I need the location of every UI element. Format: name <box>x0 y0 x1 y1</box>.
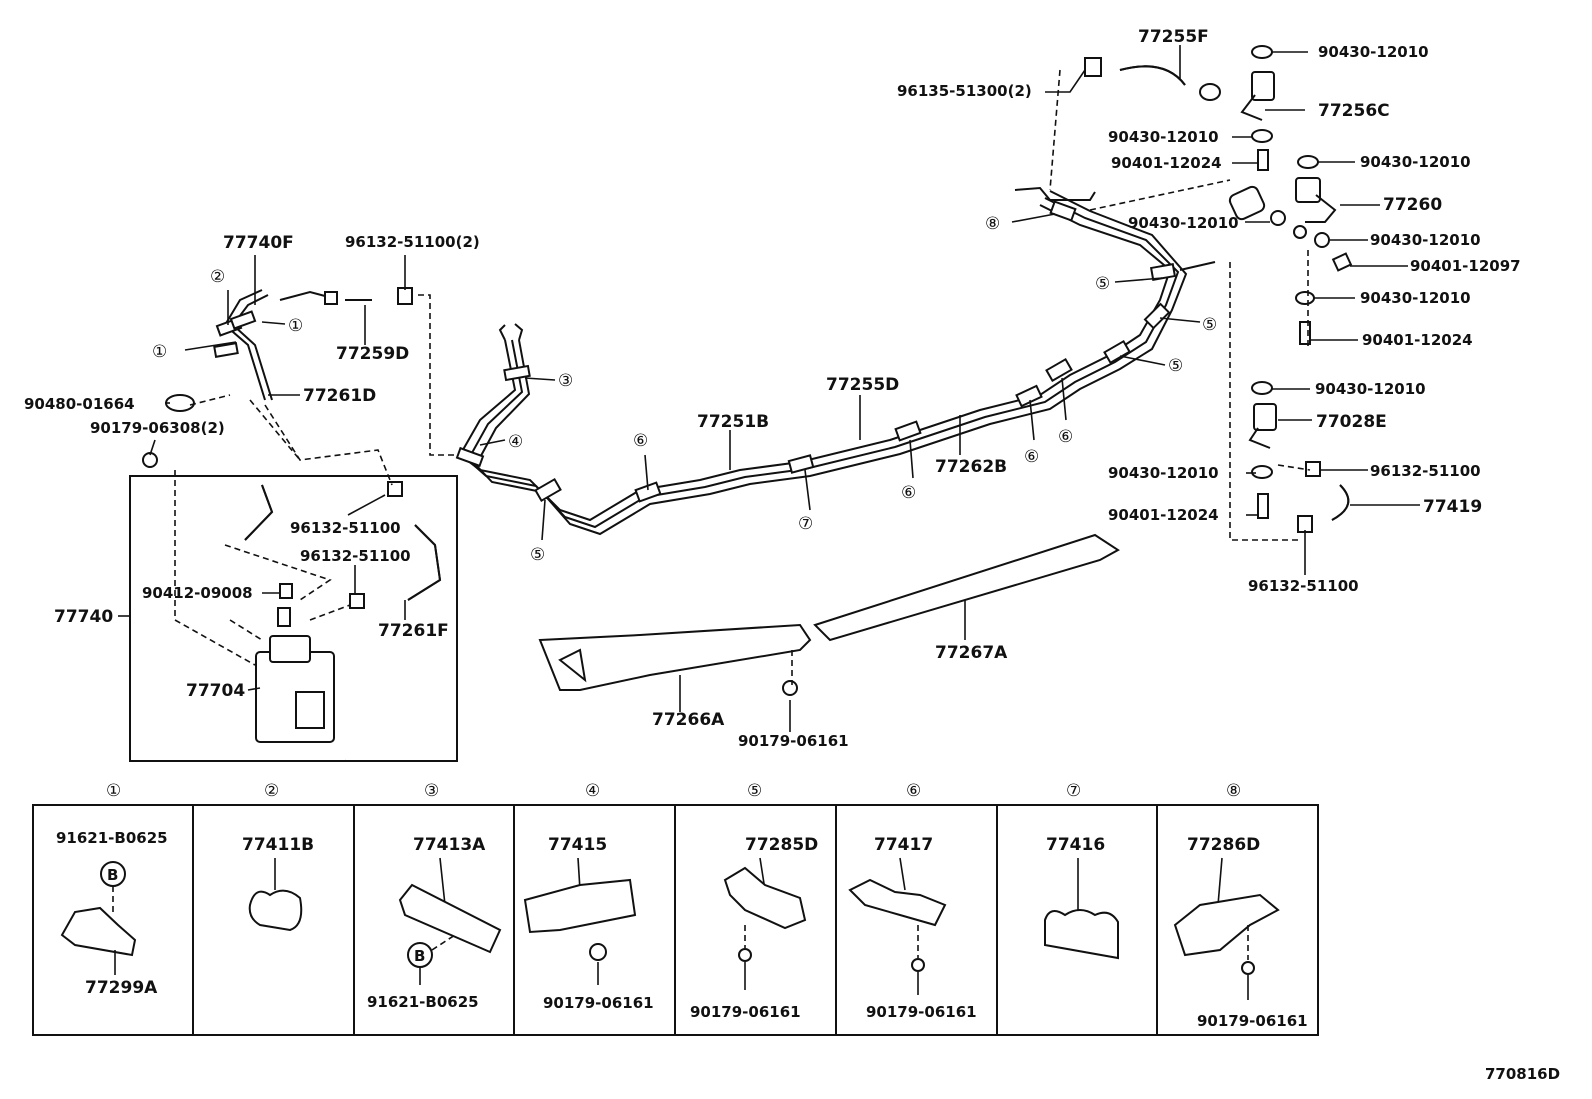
fuel-pipe-bundle <box>455 186 1216 536</box>
part-label-77260: 77260 <box>1383 195 1442 215</box>
callout-6: ⑥ <box>901 483 916 503</box>
part-label-90179-06308: 90179-06308(2) <box>90 419 225 437</box>
part-label-77259D: 77259D <box>336 344 409 364</box>
upper-right-parts <box>1084 45 1353 533</box>
part-label-77419: 77419 <box>1423 497 1482 517</box>
panel-7-part-label: 77416 <box>1046 835 1105 855</box>
panel-2-part-label: 77411B <box>242 835 314 855</box>
part-label-90430-12010: 90430-12010 <box>1128 214 1239 232</box>
part-label-90401-12097: 90401-12097 <box>1410 257 1521 275</box>
callout-5: ⑤ <box>530 545 545 565</box>
part-label-77255D: 77255D <box>826 375 899 395</box>
part-label-90430-12010: 90430-12010 <box>1360 289 1471 307</box>
callout-5: ⑤ <box>1095 274 1110 294</box>
panel-number-3: ③ <box>424 781 439 801</box>
panel-8-sub-label: 90179-06161 <box>1197 1012 1308 1030</box>
part-label-96132-51100: 96132-51100 <box>1248 577 1359 595</box>
panel-3-sub-label: 91621-B0625 <box>367 993 479 1011</box>
leader-lines <box>118 45 1420 732</box>
panel-5-part-label: 77285D <box>745 835 818 855</box>
callout-2: ② <box>210 267 225 287</box>
part-label-77740F: 77740F <box>223 233 294 253</box>
part-label-90412-09008: 90412-09008 <box>142 584 253 602</box>
panel-number-6: ⑥ <box>906 781 921 801</box>
part-label-90401-12024: 90401-12024 <box>1108 506 1219 524</box>
part-label-90430-12010: 90430-12010 <box>1315 380 1426 398</box>
part-label-90430-12010: 90430-12010 <box>1108 128 1219 146</box>
panel-6-part-label: 77417 <box>874 835 933 855</box>
part-label-77740: 77740 <box>54 607 113 627</box>
part-label-77267A: 77267A <box>935 643 1008 663</box>
part-label-96132-51100: 96132-51100 <box>290 519 401 537</box>
callout-5: ⑤ <box>1168 356 1183 376</box>
callout-5: ⑤ <box>1202 315 1217 335</box>
part-label-90430-12010: 90430-12010 <box>1360 153 1471 171</box>
part-label-90430-12010: 90430-12010 <box>1108 464 1219 482</box>
callout-1: ① <box>288 316 303 336</box>
brackets <box>538 533 1120 696</box>
panel-4-part-label: 77415 <box>548 835 607 855</box>
panel-number-8: ⑧ <box>1226 781 1241 801</box>
part-label-90401-12024: 90401-12024 <box>1111 154 1222 172</box>
panel-number-4: ④ <box>585 781 600 801</box>
part-label-90401-12024: 90401-12024 <box>1362 331 1473 349</box>
panel-number-1: ① <box>106 781 121 801</box>
panel-1-part-label: 77299A <box>85 978 158 998</box>
part-label-96132-51100: 96132-51100 <box>1370 462 1481 480</box>
callout-6: ⑥ <box>1024 447 1039 467</box>
callout-7: ⑦ <box>798 514 813 534</box>
panel-5-sub-label: 90179-06161 <box>690 1003 801 1021</box>
part-label-77704: 77704 <box>186 681 245 701</box>
part-label-90430-12010: 90430-12010 <box>1370 231 1481 249</box>
panel-4-sub-label: 90179-06161 <box>543 994 654 1012</box>
part-label-96135-51300: 96135-51300(2) <box>897 82 1032 100</box>
part-label-90480-01664: 90480-01664 <box>24 395 135 413</box>
part-label-77256C: 77256C <box>1318 101 1390 121</box>
panel-number-7: ⑦ <box>1066 781 1081 801</box>
callout-6: ⑥ <box>633 431 648 451</box>
callout-1: ① <box>152 342 167 362</box>
callout-4: ④ <box>508 432 523 452</box>
part-label-96132-51100: 96132-51100(2) <box>345 233 480 251</box>
upper-labels: 77255F 90430-12010 96135-51300(2) 77256C… <box>24 27 1521 750</box>
panel-3-marker: B <box>414 947 425 965</box>
panel-3-part-label: 77413A <box>413 835 486 855</box>
part-label-77261D: 77261D <box>303 386 376 406</box>
part-label-77266A: 77266A <box>652 710 725 730</box>
callout-3: ③ <box>558 371 573 391</box>
panel-6-sub-label: 90179-06161 <box>866 1003 977 1021</box>
part-label-77261F: 77261F <box>378 621 449 641</box>
panel-number-5: ⑤ <box>747 781 762 801</box>
detail-panels: ① ② ③ ④ ⑤ ⑥ ⑦ ⑧ 91621-B0625 B 77299A 774… <box>32 781 1319 1036</box>
part-label-96132-51100: 96132-51100 <box>300 547 411 565</box>
callout-8: ⑧ <box>985 214 1000 234</box>
panel-1-marker: B <box>107 866 118 884</box>
panel-1-sub-label: 91621-B0625 <box>56 829 168 847</box>
panel-8-part-label: 77286D <box>1187 835 1260 855</box>
part-label-77262B: 77262B <box>935 457 1007 477</box>
part-label-77255F: 77255F <box>1138 27 1209 47</box>
upper-left-parts <box>142 287 442 601</box>
part-label-77251B: 77251B <box>697 412 769 432</box>
part-label-77028E: 77028E <box>1316 412 1387 432</box>
panel-number-2: ② <box>264 781 279 801</box>
part-label-90179-06161: 90179-06161 <box>738 732 849 750</box>
part-label-90430-12010: 90430-12010 <box>1318 43 1429 61</box>
dashed-lines <box>174 69 1311 685</box>
callout-6: ⑥ <box>1058 427 1073 447</box>
canister-box <box>129 475 458 762</box>
diagram-code: 770816D <box>1485 1065 1560 1083</box>
callouts: ⑧ ⑤ ⑤ ⑤ ⑥ ⑥ ⑥ ⑥ ⑦ ⑤ ④ ③ ② ① ① <box>152 214 1217 565</box>
